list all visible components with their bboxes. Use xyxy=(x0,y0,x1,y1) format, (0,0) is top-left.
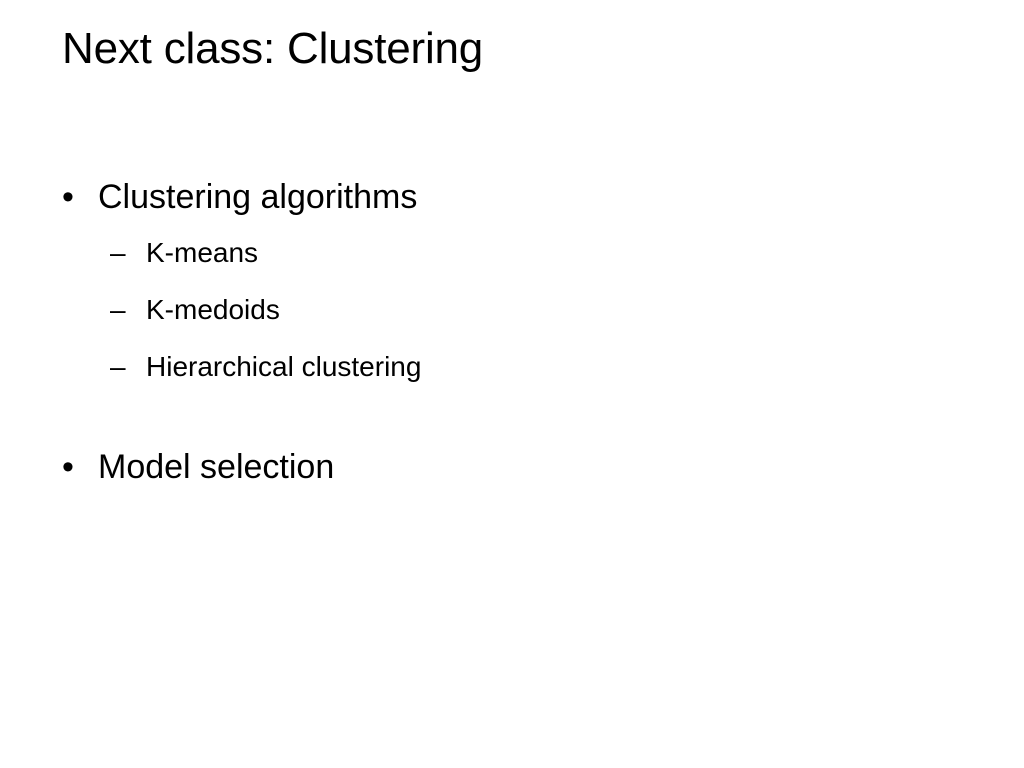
list-item-label: Model selection xyxy=(98,448,335,486)
list-item: • Clustering algorithms xyxy=(0,176,1024,218)
list-item: • Model selection xyxy=(0,446,1024,488)
list-item: – K-means xyxy=(0,236,1024,270)
dash-marker-icon: – xyxy=(110,294,126,325)
list-item-label: Clustering algorithms xyxy=(98,178,418,216)
list-item: – K-medoids xyxy=(0,293,1024,327)
list-item-label: Hierarchical clustering xyxy=(146,351,422,382)
slide-body: • Clustering algorithms – K-means – K-me… xyxy=(0,176,1024,488)
list-item-label: K-means xyxy=(146,237,259,268)
spacer xyxy=(0,270,1024,293)
dash-marker-icon: – xyxy=(110,351,126,382)
spacer xyxy=(0,327,1024,350)
list-item: – Hierarchical clustering xyxy=(0,350,1024,384)
bullet-dot-icon: • xyxy=(62,178,74,216)
dash-marker-icon: – xyxy=(110,237,126,268)
list-item-label: K-medoids xyxy=(146,294,280,325)
bullet-dot-icon: • xyxy=(62,448,74,486)
spacer xyxy=(0,384,1024,446)
page-title: Next class: Clustering xyxy=(62,24,484,73)
spacer xyxy=(0,218,1024,236)
